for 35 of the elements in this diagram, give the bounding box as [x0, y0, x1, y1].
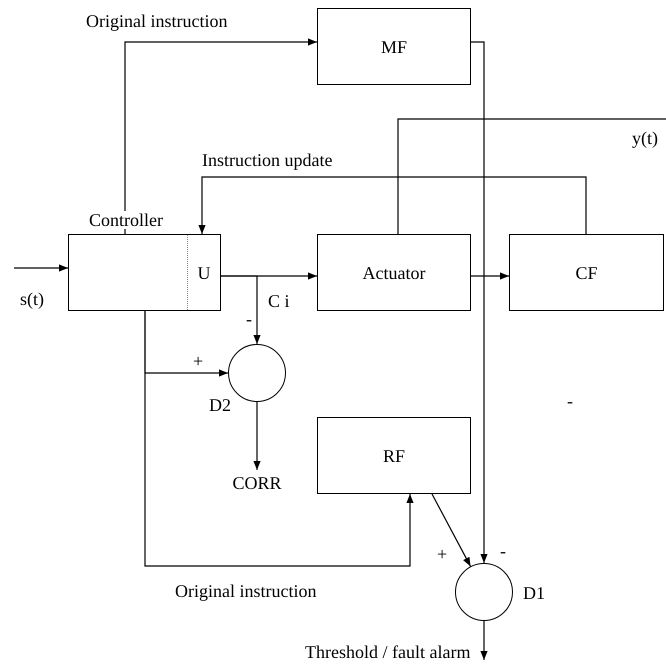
sign-label: + — [437, 545, 448, 563]
block-box — [317, 417, 471, 494]
block-label: CF — [575, 264, 598, 282]
connector-arrow — [253, 402, 261, 470]
connector-arrow — [14, 264, 68, 272]
sign-label: - — [567, 392, 573, 410]
connector-arrow — [198, 176, 587, 234]
connector-arrow — [471, 41, 488, 563]
block-heading: Controller — [89, 211, 163, 229]
connector-arrow — [471, 272, 509, 280]
block-box — [509, 234, 664, 311]
block-label: RF — [382, 446, 406, 464]
edge-label: Threshold / fault alarm — [305, 643, 470, 661]
connector-arrow — [480, 621, 488, 660]
connector-arrow — [221, 275, 261, 344]
connector-arrow — [144, 311, 414, 567]
block-box — [317, 8, 471, 85]
output-text: CORR — [232, 474, 282, 492]
block-label: Actuator — [362, 264, 426, 282]
sign-label: - — [500, 542, 506, 560]
edge-label: Original instruction — [175, 582, 316, 600]
port-label: U — [198, 264, 210, 282]
junction-label: D1 — [523, 584, 545, 602]
sign-label: - — [246, 310, 252, 328]
sign-label: + — [193, 352, 204, 370]
edge-label: s(t) — [20, 290, 44, 308]
connector-arrow — [124, 38, 317, 234]
edge-label: Original instruction — [86, 12, 228, 30]
connector-arrow — [431, 494, 472, 567]
edge-label: Instruction update — [202, 151, 332, 169]
junction-label: D2 — [209, 396, 231, 414]
edge-label: y(t) — [632, 129, 658, 147]
block-box — [317, 234, 471, 311]
edge-label: C i — [268, 292, 290, 310]
block-label: MF — [380, 38, 407, 56]
